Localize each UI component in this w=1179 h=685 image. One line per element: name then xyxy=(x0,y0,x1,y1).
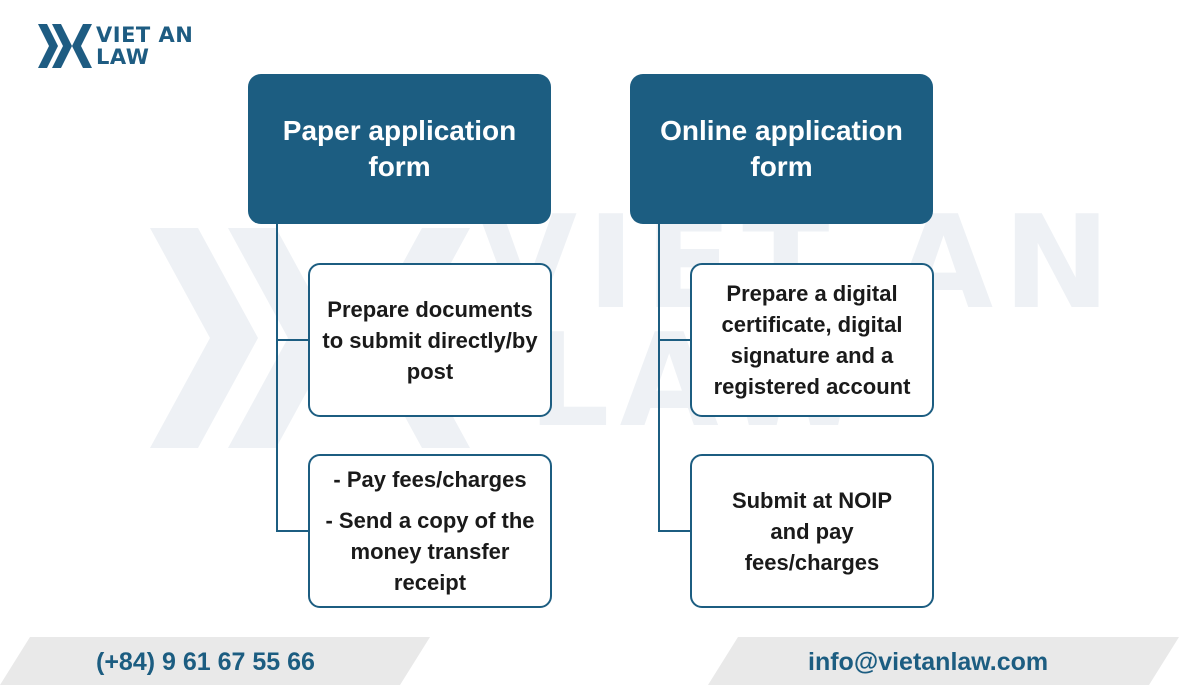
left-branch-line-1 xyxy=(276,339,308,341)
brand-mark-icon xyxy=(38,24,92,68)
right-trunk-line xyxy=(658,222,660,532)
paper-step-1-text: Prepare documents to submit directly/by … xyxy=(322,296,538,384)
right-branch-line-2 xyxy=(658,530,690,532)
online-step-prepare-certificate: Prepare a digital certificate, digital s… xyxy=(690,263,934,417)
online-step-submit-noip: Submit at NOIP and pay fees/charges xyxy=(690,454,934,608)
paper-step-2-text-1: - Pay fees/charges xyxy=(333,467,527,492)
online-application-header: Online application form xyxy=(630,74,933,224)
footer-email[interactable]: info@vietanlaw.com xyxy=(808,648,1049,676)
paper-step-2-text-2: - Send a copy of the money transfer rece… xyxy=(325,508,535,595)
footer-right-band xyxy=(708,637,1179,685)
online-step-1-text: Prepare a digital certificate, digital s… xyxy=(713,281,911,399)
paper-step-prepare-documents: Prepare documents to submit directly/by … xyxy=(308,263,552,417)
left-trunk-line xyxy=(276,222,278,532)
brand-name-line-2: LAW xyxy=(96,45,150,69)
online-step-2-text: Submit at NOIP and pay fees/charges xyxy=(731,487,893,575)
brand-logo: VIET AN LAW xyxy=(38,22,193,72)
paper-step-pay-fees: - Pay fees/charges - Send a copy of the … xyxy=(308,454,552,608)
footer-phone[interactable]: (+84) 9 61 67 55 66 xyxy=(96,648,315,676)
online-application-header-text: Online application form xyxy=(660,115,903,182)
brand-name: VIET AN LAW xyxy=(96,24,193,68)
paper-application-header-text: Paper application form xyxy=(282,115,517,182)
paper-application-header: Paper application form xyxy=(248,74,551,224)
right-branch-line-1 xyxy=(658,339,690,341)
left-branch-line-2 xyxy=(276,530,308,532)
footer-left-band xyxy=(0,637,430,685)
brand-name-line-1: VIET AN xyxy=(96,23,194,47)
